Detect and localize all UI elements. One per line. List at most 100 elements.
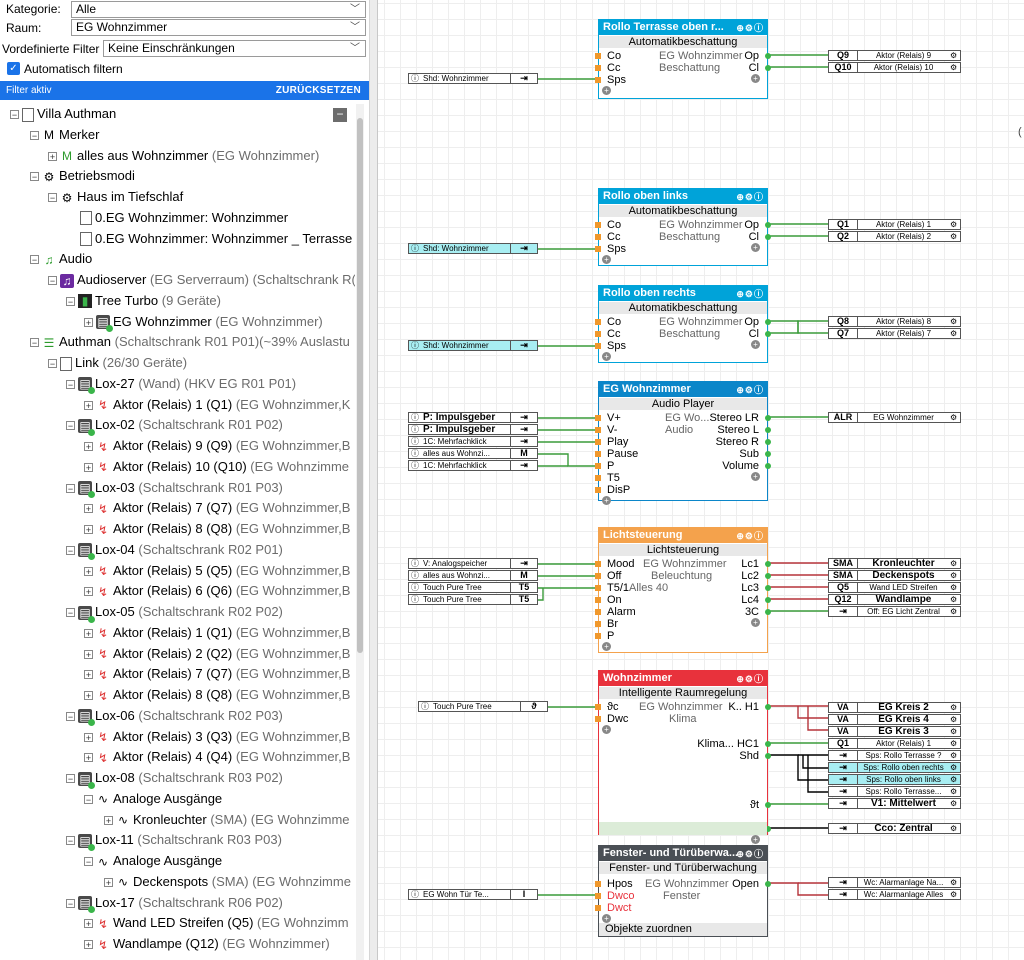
tree-item[interactable]: +↯Aktor (Relais) 8 (Q8) (EG Wohnzimmer,B (84, 685, 350, 705)
collapse-toggle-icon[interactable]: − (66, 421, 75, 432)
input-pin[interactable] (595, 487, 601, 493)
tree-item[interactable]: +∿Deckenspots (SMA) (EG Wohnzimme (104, 872, 351, 892)
expand-toggle-icon[interactable]: + (84, 753, 93, 764)
connection-wire[interactable] (807, 755, 828, 793)
expand-toggle-icon[interactable]: + (84, 587, 93, 598)
add-output-icon[interactable]: + (751, 243, 760, 252)
block-header[interactable]: Wohnzimmer⊕⚙ⓘ (599, 671, 767, 686)
collapse-toggle-icon[interactable]: − (48, 359, 57, 370)
tree-item[interactable]: +↯Wand LED Streifen (Q5) (EG Wohnzimm (84, 913, 349, 933)
output-pin[interactable] (765, 234, 771, 240)
tree-item[interactable]: +↯Aktor (Relais) 9 (Q9) (EG Wohnzimmer,B (84, 436, 350, 456)
tree-item[interactable]: −♫Audioserver (EG Serverraum) (Schaltsch… (48, 270, 355, 290)
collapse-toggle-icon[interactable]: − (48, 193, 57, 204)
output-pin[interactable] (765, 439, 771, 445)
input-pin[interactable] (595, 343, 601, 349)
input-pin[interactable] (595, 905, 601, 911)
collapse-toggle-icon[interactable]: − (30, 255, 39, 266)
add-output-icon[interactable]: + (751, 472, 760, 481)
input-pin[interactable] (595, 881, 601, 887)
output-pin[interactable] (765, 753, 771, 759)
block-header-icons[interactable]: ⊕⚙ⓘ (736, 23, 764, 33)
assign-objects-button[interactable]: Objekte zuordnen (599, 923, 767, 936)
input-pin[interactable] (595, 331, 601, 337)
tree-item[interactable]: +↯Aktor (Relais) 3 (Q3) (EG Wohnzimmer,B (84, 727, 350, 747)
collapse-toggle-icon[interactable]: − (66, 296, 75, 307)
output-pin[interactable] (765, 585, 771, 591)
block-header-icons[interactable]: ⊕⚙ⓘ (736, 289, 764, 299)
vordef-select[interactable]: Keine Einschränkungen ﹀ (103, 40, 366, 57)
collapse-toggle-icon[interactable]: − (66, 379, 75, 390)
tree-item[interactable]: −▤Lox-04 (Schaltschrank R02 P01) (66, 540, 283, 561)
reset-button[interactable]: ZURÜCKSETZEN (275, 85, 361, 96)
input-pin[interactable] (595, 475, 601, 481)
collapse-toggle-icon[interactable]: − (66, 898, 75, 909)
output-reference[interactable]: ⇥Sps: Rollo oben links⚙ (828, 774, 961, 785)
input-pin[interactable] (595, 246, 601, 252)
tree-item[interactable]: −▤Lox-02 (Schaltschrank R01 P02) (66, 415, 283, 436)
tree-item[interactable]: 0.EG Wohnzimmer: Wohnzimmer (68, 208, 288, 228)
output-pin[interactable] (765, 53, 771, 59)
input-pin[interactable] (595, 621, 601, 627)
output-pin[interactable] (765, 802, 771, 808)
collapse-toggle-icon[interactable]: − (84, 857, 93, 868)
tree-item[interactable]: −▤Lox-06 (Schaltschrank R02 P03) (66, 706, 283, 727)
expand-toggle-icon[interactable]: + (104, 877, 113, 888)
expand-toggle-icon[interactable]: + (48, 151, 57, 162)
block-header[interactable]: Lichtsteuerung⊕⚙ⓘ (599, 528, 767, 543)
connection-wire[interactable] (538, 453, 598, 467)
expand-toggle-icon[interactable]: + (84, 940, 93, 951)
output-pin[interactable] (765, 463, 771, 469)
tree-item[interactable]: −▤Lox-27 (Wand) (HKV EG R01 P01) (66, 374, 296, 395)
connection-wire[interactable] (768, 754, 828, 781)
tree-item[interactable]: −⚙Haus im Tiefschlaf (48, 187, 183, 207)
tree-item[interactable]: +↯Wandlampe (Q12) (EG Wohnzimmer) (84, 934, 330, 954)
tree-item[interactable]: −⚙Betriebsmodi (30, 166, 135, 186)
input-pin[interactable] (595, 716, 601, 722)
output-reference[interactable]: ⇥Wc: Alarmanlage Na...⚙ (828, 877, 961, 888)
input-pin[interactable] (595, 451, 601, 457)
collapse-toggle-icon[interactable]: − (66, 711, 75, 722)
output-pin[interactable] (765, 65, 771, 71)
expand-toggle-icon[interactable]: + (84, 504, 93, 515)
input-pin[interactable] (595, 597, 601, 603)
collapse-toggle-icon[interactable]: − (66, 483, 75, 494)
input-pin[interactable] (595, 439, 601, 445)
collapse-toggle-icon[interactable]: − (66, 545, 75, 556)
input-pin[interactable] (595, 234, 601, 240)
output-pin[interactable] (765, 319, 771, 325)
block-header[interactable]: Rollo oben links⊕⚙ⓘ (599, 189, 767, 204)
tree-item[interactable]: +↯Aktor (Relais) 8 (Q8) (EG Wohnzimmer,B (84, 519, 350, 539)
add-input-icon[interactable]: + (602, 496, 611, 505)
tree-item[interactable]: +↯Aktor (Relais) 10 (Q10) (EG Wohnzimme (84, 457, 349, 477)
add-output-icon[interactable]: + (751, 340, 760, 349)
output-reference[interactable]: ⇥Wc: Alarmanlage Alles⚙ (828, 889, 961, 900)
output-pin[interactable] (765, 331, 771, 337)
add-input-icon[interactable]: + (602, 914, 611, 923)
tree-item[interactable]: +∿Kronleuchter (SMA) (EG Wohnzimme (104, 810, 350, 830)
expand-toggle-icon[interactable]: + (104, 815, 113, 826)
input-pin[interactable] (595, 319, 601, 325)
raum-select[interactable]: EG Wohnzimmer ﹀ (71, 19, 366, 36)
tree-item[interactable]: −▮Tree Turbo (9 Geräte) (66, 291, 221, 311)
tree-item[interactable]: −∿Analoge Ausgänge (84, 789, 222, 809)
collapse-toggle-icon[interactable]: − (30, 172, 39, 183)
